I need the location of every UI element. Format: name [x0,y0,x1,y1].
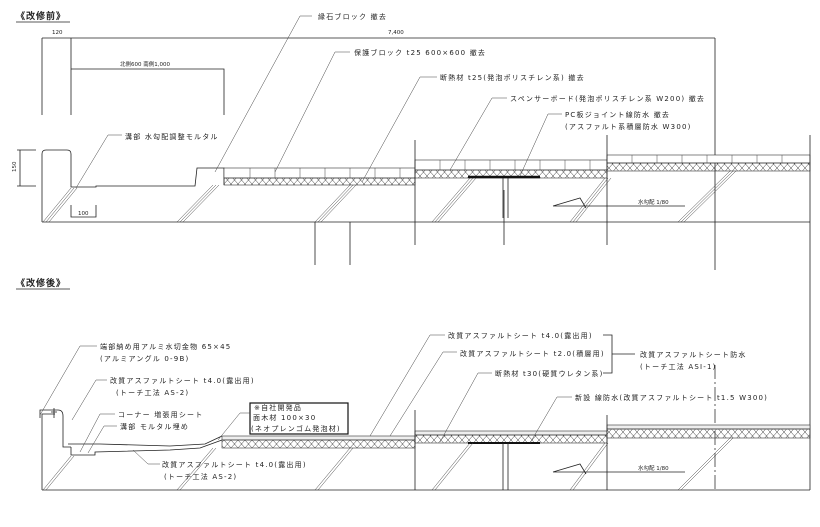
dim-150: 150 [12,161,18,172]
label-corner-sheet: コーナー 増張用シート [118,410,203,419]
slab-before: 水勾配 1/80 [41,135,811,270]
label-pc-joint: PC板ジョイント線防水 撤去 [565,110,670,119]
label-new-joint-waterproof: 新設 線防水(改質アスファルトシート t1.5 W300) [575,393,768,402]
slope-label-after: 水勾配 1/80 [638,464,669,472]
dim-edge-width: 北側600 南側1,000 [120,60,170,68]
dimensions: 120 7,400 北側600 南側1,000 150 100 [12,30,716,270]
after-title: 《改修後》 [16,277,66,289]
before-title: 《改修前》 [16,10,66,22]
label-own-product: ※自社開発品 [254,403,302,412]
dim-100: 100 [78,211,89,217]
label-alu-angle: (アルミアングル 0-9B) [100,354,189,363]
label-alu-flashing: 端部納め用アルミ水切金物 65×45 [100,342,231,351]
label-spacer-board: スペンサーボード(発泡ポリスチレン系 W200) 撤去 [510,94,705,103]
after-section: 《改修後》 水勾配 1/80 端部納め用アルミ水切金物 65×45 (アルミアン… [16,270,811,491]
before-section: 《改修前》 120 7,400 北側600 南側1,000 150 100 [12,10,811,270]
developed-product-box [249,402,349,435]
label-pc-joint-sub: (アスファルト系積層防水 W300) [565,122,692,131]
label-sheet-gutter-method: (トーチ工法 AS-2) [164,472,237,481]
label-base-sheet: 改質アスファルトシート t2.0(積層用) [460,349,605,358]
label-waterproof-system: 改質アスファルトシート防水 [640,350,747,359]
dim-7400: 7,400 [388,30,404,36]
label-insulation: 断熱材 t25(発泡ポリスチレン系) 撤去 [440,73,585,82]
label-sheet-upstand-method: (トーチ工法 AS-2) [116,388,189,397]
label-sheet-gutter: 改質アスファルトシート t4.0(露出用) [162,460,307,469]
label-curb-block: 縁石ブロック 撤去 [318,12,387,21]
label-protect-block: 保護ブロック t25 600×600 撤去 [354,48,486,57]
label-gutter-mortar: 溝部 水勾配調整モルタル [125,132,219,141]
leaders-before: 縁石ブロック 撤去 保護ブロック t25 600×600 撤去 断熱材 t25(… [75,12,705,189]
label-neoprene: (ネオプレンゴム発泡材) [251,424,341,433]
leaders-after: 端部納め用アルミ水切金物 65×45 (アルミアングル 0-9B) 改質アスファ… [39,331,768,481]
label-waterproof-method: (トーチ工法 ASI-1) [640,362,717,371]
label-insulation-t30: 断熱材 t30(硬質ウレタン系) [495,369,604,378]
label-gutter-mortar-fill: 溝部 モルタル埋め [120,422,189,431]
label-sheet-upstand: 改質アスファルトシート t4.0(露出用) [110,376,255,385]
slab-after: 水勾配 1/80 [39,408,811,491]
dim-120: 120 [52,30,63,36]
label-chamfer-strip: 面木材 100×30 [253,413,316,422]
label-top-sheet: 改質アスファルトシート t4.0(露出用) [448,331,593,340]
slope-label-before: 水勾配 1/80 [638,198,669,206]
